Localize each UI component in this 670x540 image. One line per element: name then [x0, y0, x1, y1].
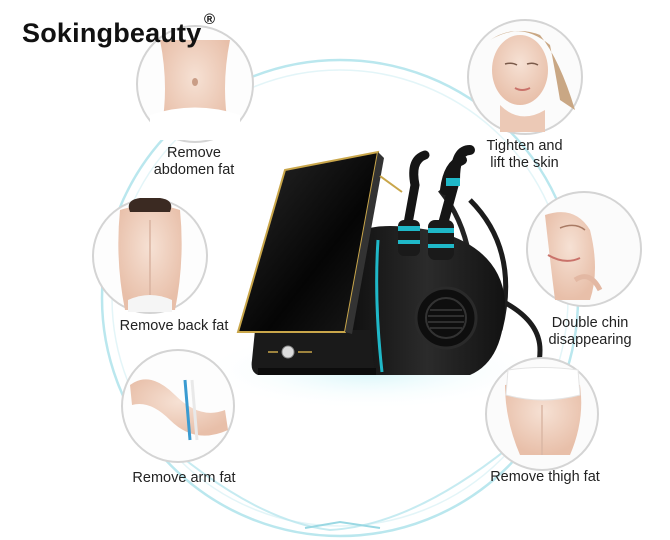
brand-logo-text: Sokingbeauty [22, 18, 202, 48]
thigh-photo [485, 357, 599, 471]
registered-mark: ® [204, 11, 216, 28]
arm-label: Remove arm fat [132, 470, 236, 486]
face-label: Tighten and lift the skin [486, 138, 563, 171]
chin-label: Double chin disappearing [548, 315, 632, 348]
arm-photo [121, 349, 235, 463]
handle-left [379, 150, 430, 256]
back-photo [92, 198, 208, 314]
chin-photo [526, 191, 642, 307]
abdomen-label: Remove abdomen fat [153, 145, 235, 178]
back-label: Remove back fat [119, 318, 229, 334]
handle-right [428, 145, 475, 260]
abdomen-photo [136, 25, 254, 143]
device-image [236, 145, 543, 397]
face-photo [467, 19, 583, 135]
thigh-label: Remove thigh fat [490, 469, 600, 485]
